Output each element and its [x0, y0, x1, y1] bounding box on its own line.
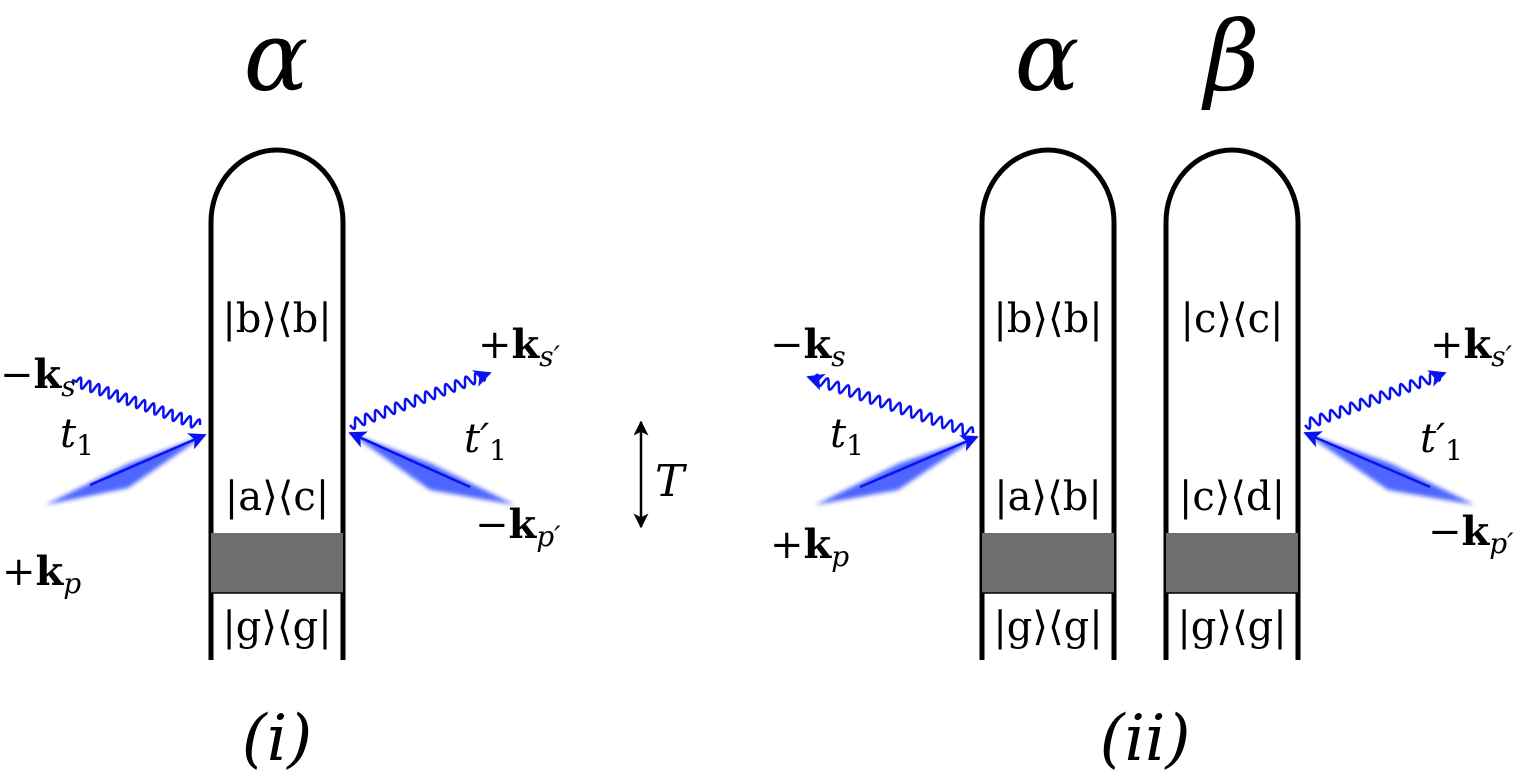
emitted-photon-left — [806, 373, 975, 437]
pump-pulse-right — [348, 431, 515, 505]
diagram-i: α |b⟩⟨b| |a⟩⟨c| |g⟩⟨g| −ks t1 +kp +ks′ t… — [0, 1, 561, 776]
state-top-beta: |c⟩⟨c| — [1181, 296, 1284, 342]
ground-band — [211, 533, 343, 593]
label-t1: t1 — [60, 411, 94, 462]
ground-band-alpha — [982, 533, 1114, 593]
label-t1-prime: t′1 — [464, 416, 507, 467]
state-top-alpha: |b⟩⟨b| — [993, 296, 1102, 342]
delay-label: T — [655, 456, 688, 507]
state-bottom-beta: |g⟩⟨g| — [1177, 604, 1286, 650]
caption-i: (i) — [242, 702, 312, 776]
emitted-photon-left — [71, 376, 202, 429]
loop-outline-alpha — [979, 147, 1117, 660]
label-minus-kp-prime: −kp′ — [475, 501, 561, 553]
state-middle: |a⟩⟨c| — [225, 474, 329, 520]
state-middle-beta: |c⟩⟨d| — [1179, 474, 1285, 520]
emitted-photon-right — [1304, 370, 1447, 431]
state-middle-alpha: |a⟩⟨b| — [994, 474, 1102, 520]
label-minus-ks: −ks — [0, 351, 76, 403]
ground-band-beta — [1166, 533, 1298, 593]
delay-indicator: T — [633, 420, 688, 529]
label-plus-kp: +kp — [2, 548, 81, 600]
pump-pulse-right — [1303, 431, 1475, 505]
loop-outline-beta — [1163, 147, 1301, 660]
label-plus-ks-prime: +ks′ — [478, 321, 561, 373]
caption-ii: (ii) — [1100, 702, 1191, 776]
loop-outline — [208, 147, 346, 660]
state-bottom: |g⟩⟨g| — [222, 604, 331, 650]
pump-pulse-left — [45, 433, 207, 505]
loop-label-beta: β — [1201, 1, 1260, 113]
loop-label-alpha: α — [244, 1, 309, 113]
label-t1-prime: t′1 — [1420, 416, 1463, 467]
loop-label-alpha: α — [1015, 1, 1080, 113]
label-minus-kp-prime: −kp′ — [1428, 508, 1514, 560]
emitted-photon-right — [349, 370, 492, 431]
state-top: |b⟩⟨b| — [222, 296, 331, 342]
pump-pulse-left — [815, 435, 979, 505]
diagram-ii: α β |b⟩⟨b| |a⟩⟨b| |g⟩⟨g| |c⟩⟨c| |c⟩⟨d| |… — [770, 1, 1514, 776]
label-plus-ks-prime: +ks′ — [1430, 321, 1513, 373]
label-plus-kp: +kp — [770, 521, 849, 573]
label-minus-ks: −ks — [770, 321, 846, 373]
state-bottom-alpha: |g⟩⟨g| — [993, 604, 1102, 650]
label-t1: t1 — [830, 411, 864, 462]
